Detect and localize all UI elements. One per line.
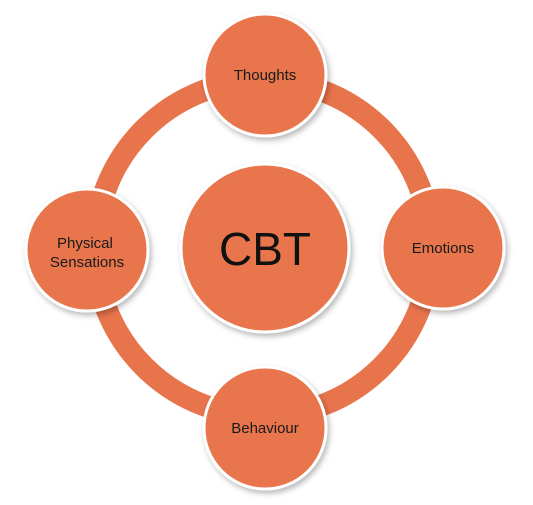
physical-label-line2: Sensations <box>50 254 124 271</box>
center-circle <box>179 162 351 334</box>
node-emotions: Emotions <box>380 185 506 311</box>
node-behaviour: Behaviour <box>202 365 328 491</box>
physical-label-line1: Physical <box>57 235 113 252</box>
thoughts-label: Thoughts <box>234 67 297 84</box>
node-physical-sensations: Physical Sensations <box>24 187 150 313</box>
emotions-label: Emotions <box>412 240 475 257</box>
thoughts-circle <box>202 12 328 138</box>
physical-sensations-circle <box>24 187 150 313</box>
center-label: CBT <box>219 223 311 275</box>
behaviour-circle <box>202 365 328 491</box>
node-thoughts: Thoughts <box>202 12 328 138</box>
behaviour-label: Behaviour <box>231 420 299 437</box>
emotions-circle <box>380 185 506 311</box>
center-node: CBT <box>179 162 351 334</box>
physical-sensations-label: Physical Sensations <box>50 235 124 271</box>
